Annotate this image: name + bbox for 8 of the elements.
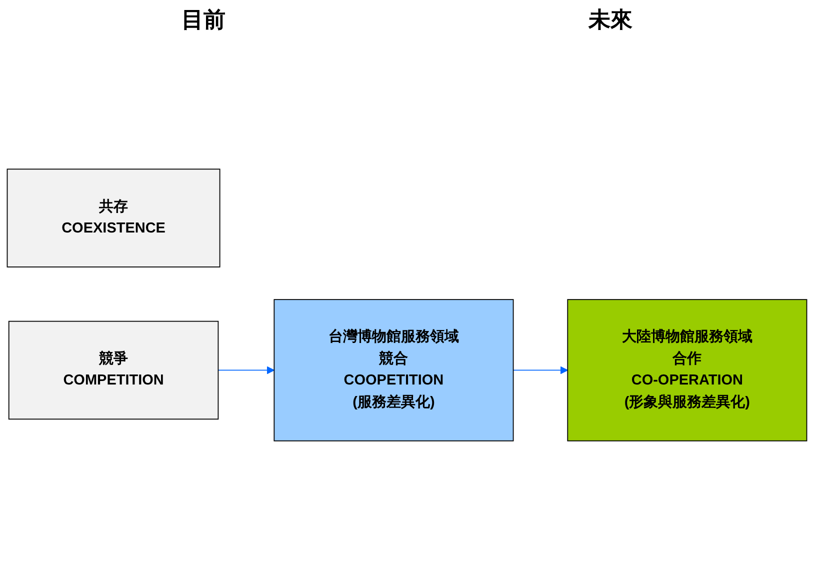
node-box: 大陸博物館服務領域 合作 CO-OPERATION (形象與服務差異化) [567, 299, 808, 442]
node-box: 共存 COEXISTENCE [6, 168, 220, 268]
arrow [218, 366, 275, 374]
node-box: 競爭 COMPETITION [8, 320, 219, 420]
column-heading: 未來 [588, 7, 632, 35]
node-box: 台灣博物館服務領域 競合 COOPETITION (服務差異化) [274, 299, 514, 442]
column-heading: 目前 [182, 7, 226, 35]
arrow [512, 366, 568, 374]
